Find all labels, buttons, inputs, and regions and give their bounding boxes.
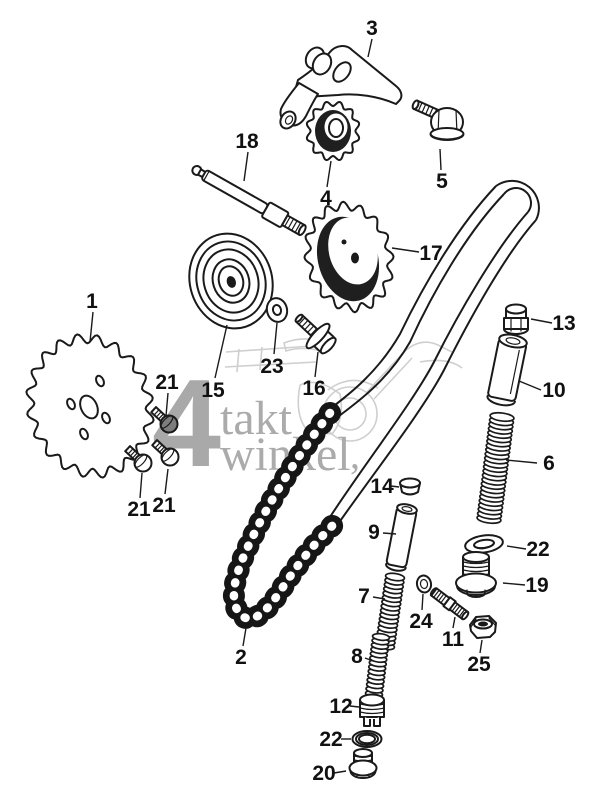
part-tensioner-roller [188,232,274,330]
part-label-nut: 25 [467,653,491,676]
leader-line-pan-screw-b [139,472,143,499]
part-label-washer-a: 22 [526,538,549,561]
part-push-rod [486,333,528,407]
part-cam-chain [223,179,540,630]
part-washer-b [351,730,383,748]
leader-line-cam-sprocket [391,247,420,253]
leader-line-tensioner-arm [367,38,373,58]
part-label-roller-spindle: 18 [235,130,259,153]
leader-line-sealing-bolt [502,582,526,586]
part-upper-spring [374,572,406,651]
leader-line-stud-bolt [452,616,456,629]
part-pan-screw-c [151,439,180,467]
part-long-spring [476,411,515,525]
part-label-pan-screw-c: 21 [152,494,176,517]
part-label-pan-screw-b: 21 [127,498,151,521]
part-label-sprocket-bolt: 16 [302,377,325,400]
part-cap-nut [503,303,529,335]
leader-line-lower-adjuster-spring [364,657,374,662]
part-label-tensioner-sprocket: 4 [320,187,332,210]
part-tensioner-sprocket [305,101,361,161]
leader-line-arm-bolt [439,148,442,171]
leader-line-long-spring [505,459,538,464]
leader-line-timing-sprocket [89,311,94,343]
spring-coil [489,411,515,423]
part-label-sealing-bolt: 19 [525,574,548,597]
part-tensioner-arm [279,45,403,130]
part-label-push-rod-cap: 14 [370,475,394,498]
leader-line-sprocket-bolt [314,351,319,378]
part-label-upper-adjuster-spring: 7 [358,585,370,608]
leader-line-pan-screw-c [164,468,169,495]
part-stud-bolt [429,587,470,621]
leader-line-push-rod-cap [390,485,400,488]
part-cam-sprocket [303,200,395,314]
watermark-comma: , [350,432,360,477]
leader-line-small-washer [273,322,278,355]
part-label-adjuster-screw: 12 [329,695,352,718]
leader-line-push-rod [518,380,542,391]
part-tube [385,503,418,572]
part-label-tensioner-roller: 15 [201,379,225,402]
part-label-arm-bolt: 5 [436,170,448,193]
part-small-washer [265,297,289,323]
leader-line-nut [479,639,483,654]
leader-line-roller-spindle [243,151,249,182]
part-label-cam-chain: 2 [235,646,247,669]
leader-line-o-ring [421,593,424,611]
spring-coil [384,572,406,582]
part-sealing-bolt-small [348,748,378,779]
part-nut [469,615,497,639]
leader-line-sealing-bolt-small [333,770,347,774]
part-label-stud-bolt: 11 [442,628,465,651]
part-lower-spring [364,632,391,699]
part-timing-sprocket [25,333,155,479]
spring-coil [371,632,391,642]
part-label-small-washer: 23 [260,355,283,378]
leader-line-cam-chain [242,627,247,647]
leader-line-pan-screw-a [165,392,169,417]
part-label-push-rod: 10 [542,379,565,402]
leader-line-upper-adjuster-spring [372,596,386,600]
part-sprocket-bolt [294,313,337,355]
watermark-word-1: takt [220,392,293,445]
leader-line-tensioner-roller [214,324,228,379]
part-label-washer-b: 22 [319,728,342,751]
leader-line-washer-a [506,545,527,550]
part-adjuster-screw [359,693,385,727]
leader-line-push-rod-tube [382,532,397,535]
leader-line-adjuster-screw [349,705,360,708]
part-label-o-ring: 24 [409,610,433,633]
part-label-timing-sprocket: 1 [86,290,98,313]
leader-line-tensioner-sprocket [326,160,332,188]
part-pan-screw-a [150,406,179,434]
part-sealing-bolt [455,551,497,598]
part-arm-bolt [411,99,465,141]
part-label-cap-nut: 13 [552,312,575,335]
part-push-rod-cap [399,477,421,496]
part-label-long-spring: 6 [543,452,555,475]
part-label-push-rod-tube: 9 [368,521,380,544]
part-roller-spindle [191,164,307,237]
part-o-ring [415,574,433,594]
part-label-tensioner-arm: 3 [366,17,378,40]
part-label-cam-sprocket: 17 [419,242,442,265]
part-label-sealing-bolt-small: 20 [312,762,335,785]
part-pan-screw-b [124,445,153,473]
leader-line-cap-nut [530,318,553,324]
part-label-lower-adjuster-spring: 8 [351,645,363,668]
part-label-pan-screw-a: 21 [155,371,179,394]
